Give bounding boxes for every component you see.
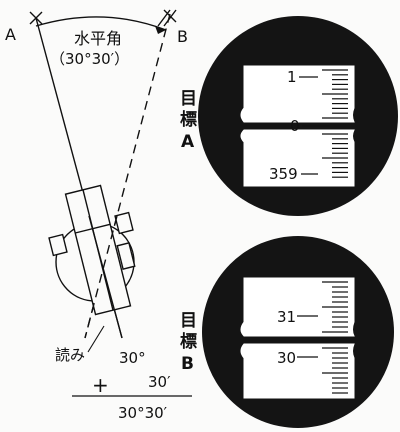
target-a-eyepiece: 1 0 359 (198, 16, 398, 216)
target-a-label-char-2: 標 (180, 109, 197, 130)
point-b-label: B (177, 27, 188, 46)
instrument-knob-right (116, 242, 136, 270)
point-a-label: A (5, 25, 16, 44)
angle-title: 水平角 (74, 29, 122, 48)
target-b-label: 目 標 B (180, 311, 197, 374)
tick-mark-a (29, 11, 43, 25)
upper-window-b (240, 277, 355, 337)
target-b-eyepiece: 31 30 (202, 236, 394, 428)
angle-value: （30°30′） (50, 50, 129, 68)
sight-line-b (84, 13, 171, 339)
reading-total: 30°30′ (118, 404, 168, 422)
graduation-ticks-a (322, 69, 348, 178)
scale-b-bottom: 30 (277, 349, 296, 367)
scale-a-bottom: 359 (269, 165, 298, 183)
scale-a-middle: 0 (290, 117, 300, 135)
scale-a-top: 1 (287, 68, 297, 86)
instrument-knob-upper (114, 211, 134, 235)
target-b-label-char-2: 標 (180, 331, 197, 352)
graduation-ticks-b (322, 281, 348, 394)
target-a-label: 目 標 A (180, 89, 197, 152)
scale-b-top: 31 (277, 308, 296, 326)
target-a-label-char-3: A (181, 132, 195, 152)
reading-label: 読み (55, 346, 85, 364)
instrument-knob-left (48, 233, 68, 257)
lower-window-b (240, 343, 355, 399)
arc-arrowhead (155, 26, 166, 34)
tick-mark-b (157, 9, 177, 27)
reading-minutes: 30′ (148, 373, 171, 391)
reading-leader-line (87, 325, 105, 353)
target-b-label-char-3: B (181, 354, 194, 374)
target-b-label-char-1: 目 (180, 311, 197, 331)
horizontal-angle-arc (35, 16, 167, 31)
lower-window-a (240, 129, 355, 187)
theodolite-sketch (29, 9, 192, 397)
diagram-text: A B 水平角 （30°30′） 読み 30° + 30′ 30°30′ (5, 25, 188, 422)
plus-sign: + (92, 373, 109, 397)
target-a-label-char-1: 目 (180, 89, 197, 109)
upper-window-a (240, 65, 355, 123)
reading-degrees: 30° (119, 349, 146, 367)
